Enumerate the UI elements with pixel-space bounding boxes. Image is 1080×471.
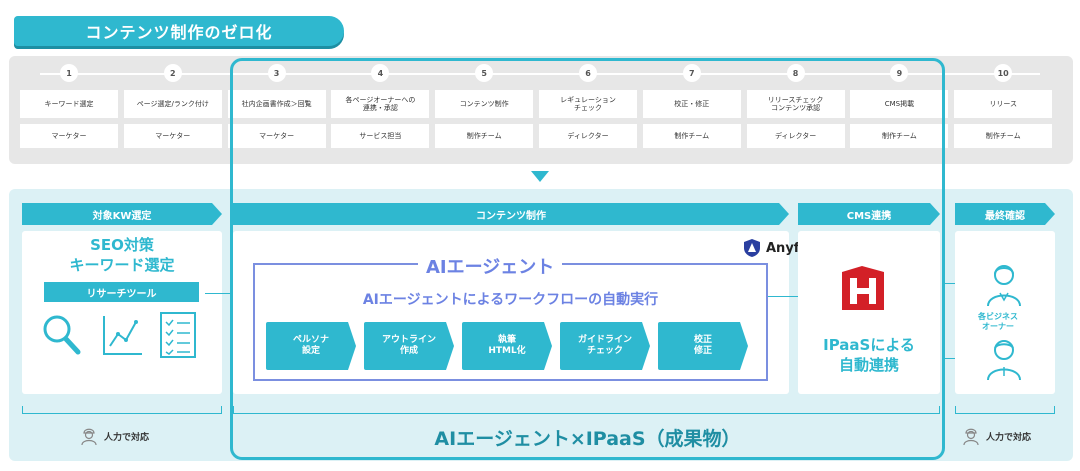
highlight-frame (230, 58, 945, 460)
arrow-line (205, 293, 243, 294)
step-task: ページ選定/ランク付け (123, 90, 222, 118)
bracket (955, 406, 1055, 414)
final-box (955, 231, 1055, 394)
step-number: 1 (60, 64, 78, 82)
step-task: コンテンツ制作 (435, 90, 534, 118)
worker-icon (81, 428, 97, 446)
phase-cms: CMS連携 (798, 203, 940, 225)
ai-agent-subtitle: AIエージェントによるワークフローの自動実行 (362, 292, 659, 308)
step-number: 9 (890, 64, 909, 82)
step-owner: マーケター (123, 124, 222, 148)
step-number: 6 (579, 64, 597, 82)
steps-timeline (40, 73, 1040, 75)
ai-agent-label: AIエージェント (418, 253, 563, 279)
process-step: アウトライン 作成 (364, 322, 454, 370)
arrow-line (944, 358, 964, 359)
bracket (22, 406, 222, 414)
phase-kw: 対象KW選定 (22, 203, 222, 225)
process-step: 校正 修正 (658, 322, 748, 370)
step-owner: ディレクター (539, 124, 637, 148)
research-tool-label: リサーチツール (44, 282, 199, 302)
hubspot-cms-logo (842, 266, 884, 310)
bracket (233, 406, 940, 414)
line-chart-icon (103, 316, 142, 355)
step-owner: 制作チーム (954, 124, 1053, 148)
step-number: 5 (475, 64, 494, 82)
step-number: 10 (994, 64, 1013, 82)
arrow-line (768, 296, 818, 297)
step-task: 各ページオーナーへの 連携・承認 (331, 90, 430, 118)
businesswoman-icon (987, 265, 1021, 307)
phase-content: コンテンツ制作 (233, 203, 789, 225)
process-step: ガイドライン チェック (560, 322, 650, 370)
step-task: 校正・修正 (642, 90, 741, 118)
step-owner: ディレクター (746, 124, 845, 148)
phase-final: 最終確認 (955, 203, 1055, 225)
step-number: 3 (267, 64, 286, 82)
manual-right: 人力で対応 (962, 426, 1031, 446)
checklist-icon (160, 312, 196, 358)
step-task: キーワード選定 (20, 90, 118, 118)
cms-box (798, 231, 940, 394)
manual-left-label: 人力で対応 (104, 432, 150, 443)
page-title: コンテンツ制作のゼロ化 (14, 16, 344, 46)
step-task: レギュレーション チェック (539, 90, 637, 118)
step-number: 7 (682, 64, 701, 82)
anyflow-shield-icon (744, 239, 760, 257)
worker-icon (963, 428, 979, 446)
step-task: リリース (954, 90, 1053, 118)
step-owner: マーケター (20, 124, 118, 148)
step-number: 8 (786, 64, 805, 82)
manual-left: 人力で対応 (80, 426, 149, 446)
manual-right-label: 人力で対応 (986, 432, 1032, 443)
step-task: リリースチェック コンテンツ承認 (746, 90, 845, 118)
down-arrow-icon (531, 171, 549, 182)
step-owner: マーケター (227, 124, 326, 148)
step-task: CMS掲載 (850, 90, 949, 118)
footer-result: AIエージェント×IPaaS（成果物） (434, 428, 741, 450)
kw-title: SEO対策 キーワード選定 (69, 236, 175, 274)
step-number: 4 (371, 64, 390, 82)
business-owner-label: 各ビジネス オーナー (978, 312, 1018, 331)
magnifier-icon (43, 315, 81, 355)
arrow-line (944, 283, 964, 284)
businessman-icon (987, 340, 1021, 381)
step-task: 社内企画書作成＞回覧 (227, 90, 326, 118)
process-step: 執筆 HTML化 (462, 322, 552, 370)
step-owner: 制作チーム (642, 124, 741, 148)
ipaas-text: IPaaSによる 自動連携 (823, 336, 915, 374)
step-owner: 制作チーム (435, 124, 534, 148)
process-step: ペルソナ 設定 (266, 322, 356, 370)
step-owner: サービス担当 (331, 124, 430, 148)
step-owner: 制作チーム (850, 124, 949, 148)
step-number: 2 (163, 64, 182, 82)
